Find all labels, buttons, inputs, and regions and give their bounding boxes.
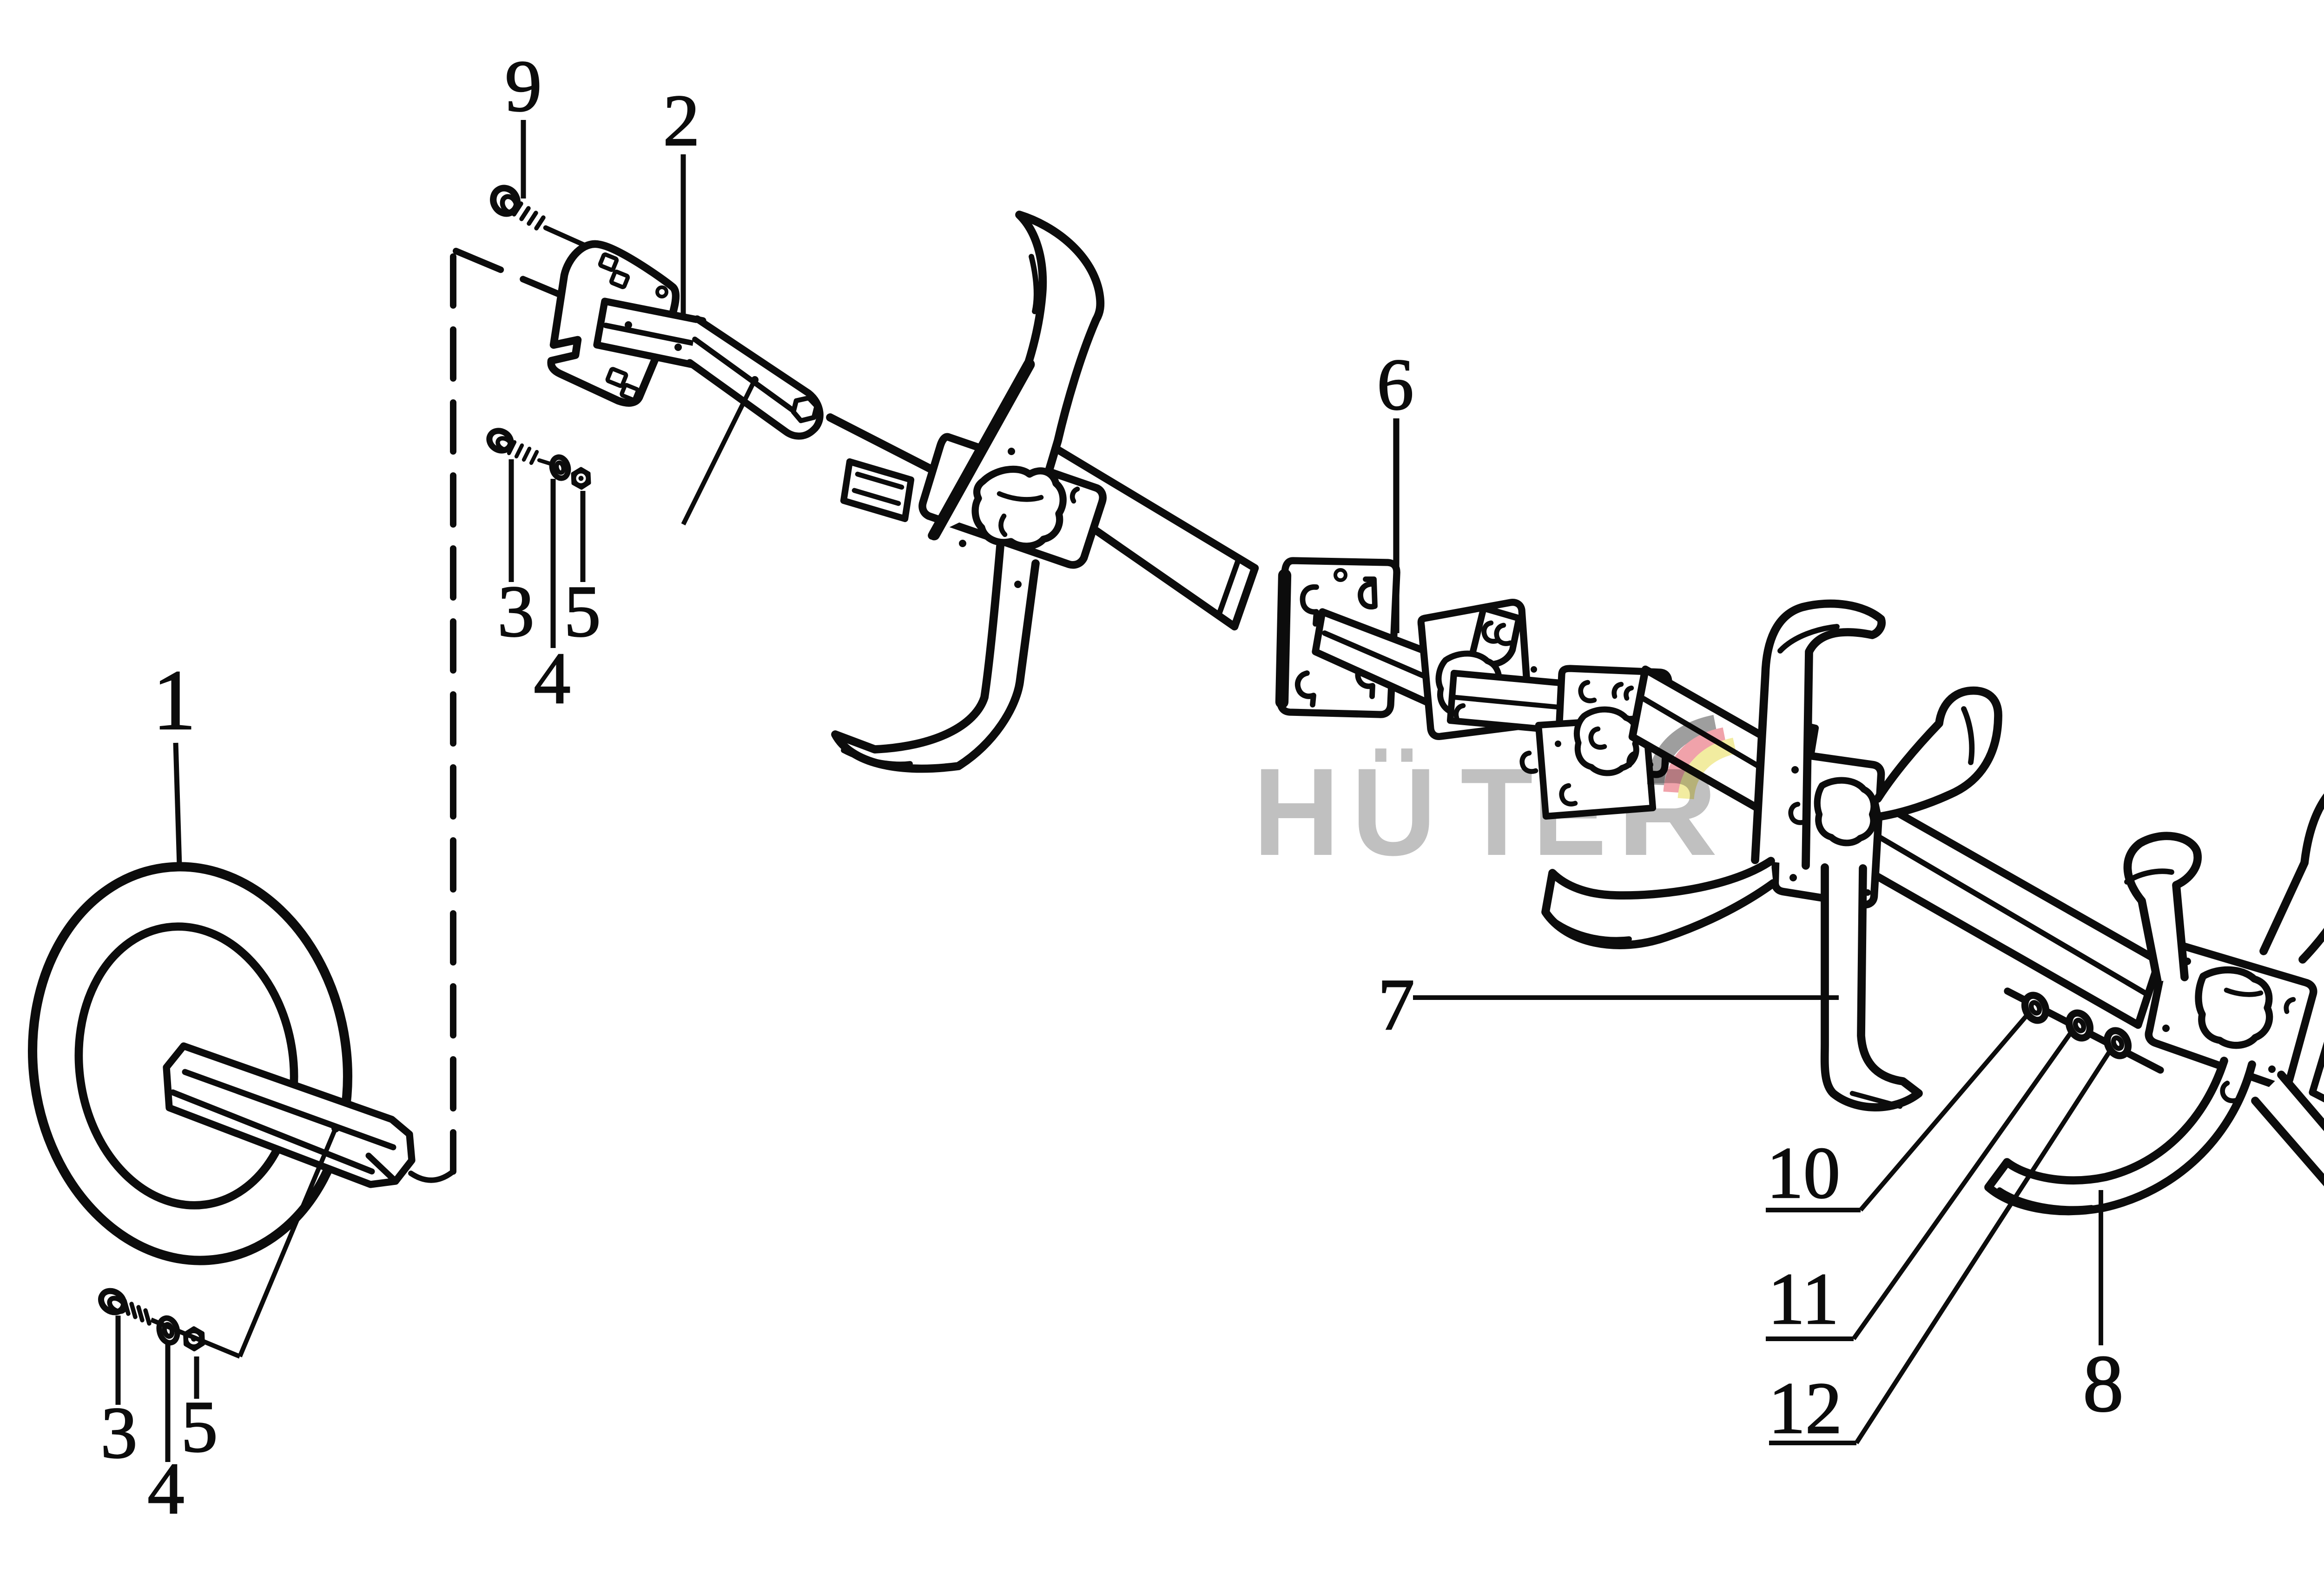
svg-text:7: 7 <box>1378 964 1415 1045</box>
svg-text:8: 8 <box>2083 1338 2124 1429</box>
svg-text:9: 9 <box>505 46 542 127</box>
svg-text:10: 10 <box>1767 1132 1840 1214</box>
svg-text:5: 5 <box>564 571 601 652</box>
svg-text:1: 1 <box>153 653 196 748</box>
svg-text:Ü: Ü <box>1352 742 1436 881</box>
svg-text:H: H <box>1253 742 1340 881</box>
svg-text:6: 6 <box>1377 344 1414 425</box>
svg-text:11: 11 <box>1768 1258 1839 1340</box>
svg-text:4: 4 <box>534 638 571 719</box>
svg-text:3: 3 <box>498 571 535 652</box>
svg-text:2: 2 <box>663 80 700 161</box>
svg-text:5: 5 <box>181 1386 218 1468</box>
svg-text:3: 3 <box>101 1392 138 1474</box>
svg-text:12: 12 <box>1769 1368 1842 1449</box>
svg-text:4: 4 <box>148 1448 185 1529</box>
